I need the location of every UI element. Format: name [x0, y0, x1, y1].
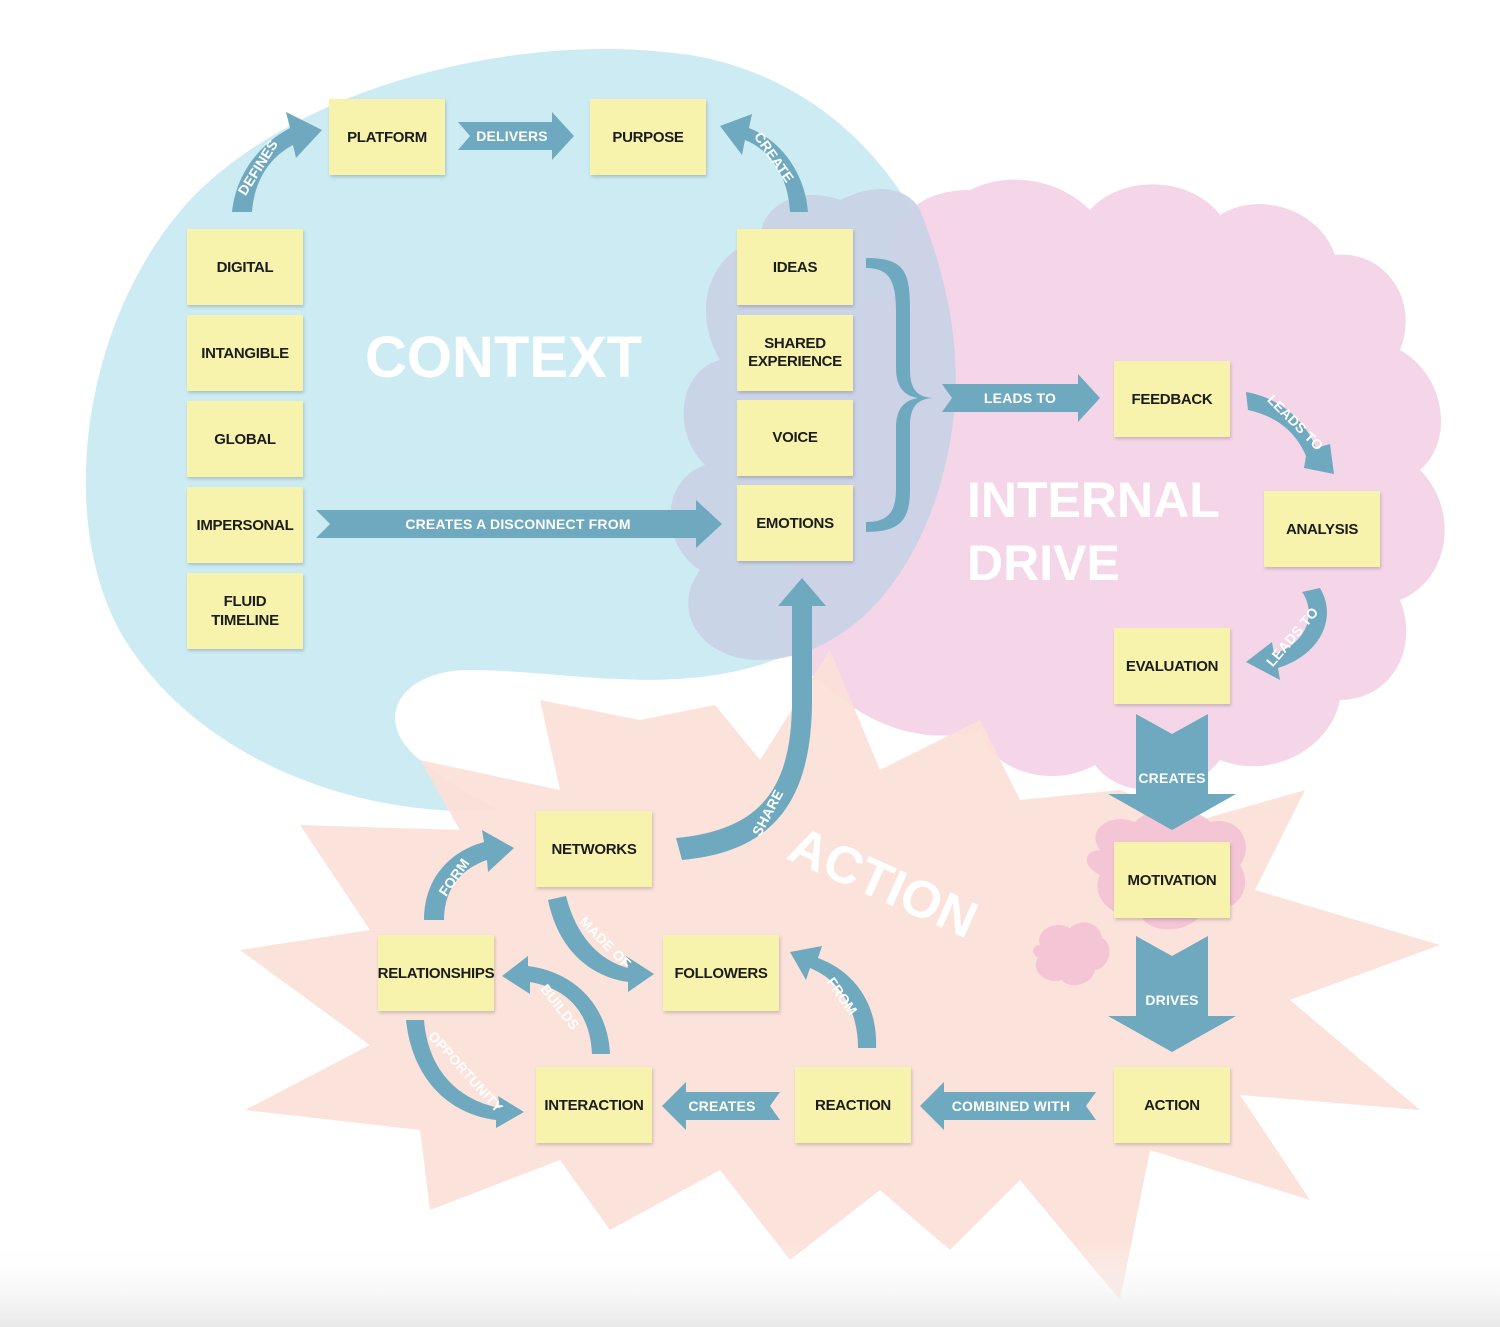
- note-reaction-box: [795, 1067, 911, 1143]
- label-combined-with: COMBINED WITH: [952, 1098, 1070, 1114]
- note-ideas: IDEAS: [737, 229, 853, 305]
- arrow-form: [424, 830, 514, 920]
- arrow-drives: [1108, 936, 1236, 1052]
- arrow-share: [676, 578, 826, 860]
- arrow-leads-to-1: [942, 374, 1100, 422]
- note-relationships-label: RELATIONSHIPS: [378, 965, 495, 982]
- note-emotions-box: [737, 485, 853, 561]
- note-platform-box: [329, 99, 445, 175]
- note-fluid-label-1: FLUID: [224, 593, 267, 610]
- note-analysis: ANALYSIS: [1264, 491, 1380, 567]
- arrow-made-of: [548, 896, 654, 992]
- note-followers: FOLLOWERS: [663, 935, 779, 1011]
- note-purpose-box: [590, 99, 706, 175]
- arrow-leads-to-2: [1246, 392, 1334, 474]
- note-global: GLOBAL: [187, 401, 303, 477]
- note-action-label: ACTION: [1144, 1097, 1200, 1114]
- note-reaction: REACTION: [795, 1067, 911, 1143]
- note-evaluation-label: EVALUATION: [1126, 658, 1218, 675]
- label-leads-to-1: LEADS TO: [984, 390, 1056, 406]
- arrow-creates-disconnect: [316, 500, 722, 548]
- note-followers-label: FOLLOWERS: [674, 965, 767, 982]
- note-global-label: GLOBAL: [214, 431, 276, 448]
- note-voice-label: VOICE: [772, 429, 817, 446]
- note-emotions: EMOTIONS: [737, 485, 853, 561]
- note-networks-label: NETWORKS: [551, 841, 636, 858]
- arrow-create: [720, 114, 808, 212]
- small-blob: [1033, 922, 1110, 986]
- arrow-creates-big: [1108, 714, 1236, 830]
- note-analysis-label: ANALYSIS: [1286, 521, 1358, 538]
- note-networks-box: [536, 811, 652, 887]
- note-motivation: MOTIVATION: [1114, 842, 1230, 918]
- arrow-leads-to-3: [1246, 588, 1327, 680]
- note-interaction-label: INTERACTION: [544, 1097, 643, 1114]
- note-intangible-box: [187, 315, 303, 391]
- note-followers-box: [663, 935, 779, 1011]
- note-evaluation: EVALUATION: [1114, 628, 1230, 704]
- note-purpose: PURPOSE: [590, 99, 706, 175]
- note-voice: VOICE: [737, 400, 853, 476]
- note-fluid-label-2: TIMELINE: [211, 612, 279, 629]
- brace: [866, 258, 935, 532]
- note-platform-label: PLATFORM: [347, 129, 427, 146]
- region-title-internal-drive-2: DRIVE: [967, 535, 1120, 591]
- note-feedback-box: [1114, 361, 1230, 437]
- note-intangible-label: INTANGIBLE: [201, 345, 289, 362]
- note-networks: NETWORKS: [536, 811, 652, 887]
- connectors: [232, 112, 1334, 1130]
- note-feedback-label: FEEDBACK: [1132, 391, 1213, 408]
- note-shared-experience: SHARED EXPERIENCE: [737, 315, 853, 391]
- label-delivers: DELIVERS: [476, 128, 548, 144]
- arrow-opportunity: [406, 1020, 524, 1128]
- note-motivation-label: MOTIVATION: [1128, 872, 1217, 889]
- region-title-internal-drive-1: INTERNAL: [967, 472, 1220, 528]
- note-fluid-timeline: FLUID TIMELINE: [187, 573, 303, 649]
- arrow-delivers: [458, 112, 574, 160]
- arrow-combined-with: [920, 1082, 1096, 1130]
- note-reaction-label: REACTION: [815, 1097, 891, 1114]
- label-creates-disconnect: CREATES A DISCONNECT FROM: [405, 516, 630, 532]
- note-ideas-label: IDEAS: [773, 259, 818, 276]
- notes: PLATFORM PURPOSE DIGITAL INTANGIBLE GLOB…: [187, 99, 1380, 1143]
- note-digital-label: DIGITAL: [217, 259, 274, 276]
- note-feedback: FEEDBACK: [1114, 361, 1230, 437]
- region-title-context: CONTEXT: [365, 325, 642, 390]
- note-relationships-box: [378, 935, 494, 1011]
- note-action-box: [1114, 1067, 1230, 1143]
- note-purpose-label: PURPOSE: [612, 129, 684, 146]
- note-impersonal-label: IMPERSONAL: [196, 517, 293, 534]
- note-fluid-timeline-box: [187, 573, 303, 649]
- note-interaction-box: [536, 1067, 652, 1143]
- note-interaction: INTERACTION: [536, 1067, 652, 1143]
- note-digital: DIGITAL: [187, 229, 303, 305]
- note-ideas-box: [737, 229, 853, 305]
- arrow-creates-small: [662, 1082, 780, 1130]
- note-motivation-box: [1114, 842, 1230, 918]
- note-intangible: INTANGIBLE: [187, 315, 303, 391]
- note-global-box: [187, 401, 303, 477]
- note-digital-box: [187, 229, 303, 305]
- label-drives: DRIVES: [1145, 992, 1198, 1008]
- note-shared-experience-box: [737, 315, 853, 391]
- bottom-fade: [0, 1240, 1500, 1327]
- arrow-from: [790, 946, 877, 1048]
- arrow-defines: [232, 112, 322, 212]
- arrow-builds: [502, 956, 610, 1054]
- note-evaluation-box: [1114, 628, 1230, 704]
- note-impersonal: IMPERSONAL: [187, 487, 303, 563]
- note-shared-label-2: EXPERIENCE: [748, 353, 842, 370]
- note-voice-box: [737, 400, 853, 476]
- label-creates-small: CREATES: [688, 1098, 755, 1114]
- note-shared-label-1: SHARED: [764, 335, 826, 352]
- note-relationships: RELATIONSHIPS: [378, 935, 495, 1011]
- note-emotions-label: EMOTIONS: [756, 515, 834, 532]
- note-impersonal-box: [187, 487, 303, 563]
- note-action: ACTION: [1114, 1067, 1230, 1143]
- label-creates-big: CREATES: [1138, 770, 1205, 786]
- note-platform: PLATFORM: [329, 99, 445, 175]
- note-analysis-box: [1264, 491, 1380, 567]
